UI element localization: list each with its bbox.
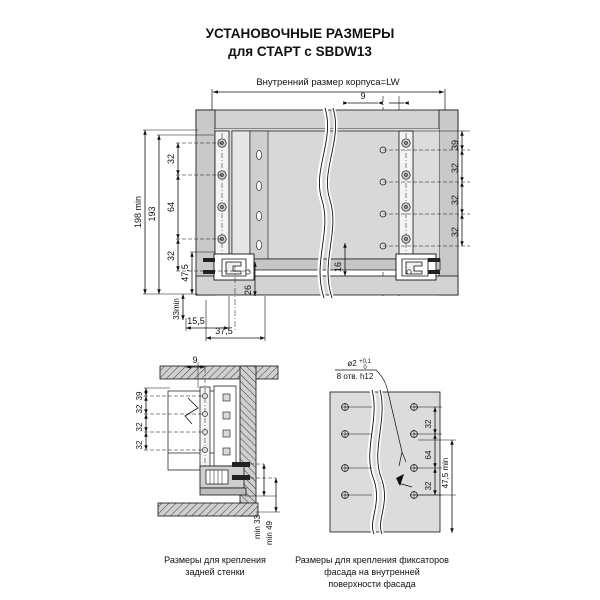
screw-head: [401, 170, 411, 180]
screw-head: [401, 234, 411, 244]
dim-32-top-label: 32: [166, 154, 176, 164]
detail-back-caption-1: Размеры для крепления: [164, 555, 266, 565]
dim-15-5: 15,5: [185, 296, 230, 331]
dim-37-5: 37,5: [205, 266, 266, 341]
drawer-slot-group: [256, 150, 262, 250]
fixers-dim-32a-label: 32: [424, 419, 433, 428]
hole-tolerance-upper: +0,1: [359, 359, 372, 365]
rail-hole: [202, 411, 208, 417]
drawer-slot: [256, 211, 262, 221]
pin: [232, 462, 250, 467]
detail-back-panel: 9 39 32 32 32 min 33: [135, 355, 280, 577]
panel-break-line: [367, 389, 387, 535]
dim-right-32a-label: 32: [450, 163, 460, 173]
right-mounting-rail: [379, 130, 414, 260]
bottom-dimension-16: 16: [333, 243, 347, 276]
drawer-slot: [256, 150, 262, 160]
detail-bottom-dims: min 33 min 49: [245, 463, 280, 545]
detail-dim-32b-label: 32: [135, 422, 144, 431]
detail-fixers-caption-1: Размеры для крепления фиксаторов: [295, 555, 449, 565]
latch-mechanism: [199, 462, 250, 496]
detail-fixers-caption-2: фасада на внутренней: [324, 567, 420, 577]
detail-dim-min33-label: min 33: [253, 514, 262, 539]
detail-left-dim-stack: 39 32 32 32: [135, 387, 202, 451]
detail-dim-32c-label: 32: [135, 440, 144, 449]
detail-dim-9: 9: [186, 355, 205, 388]
detail-front-fixers: ø2 +0,1 0 8 отв. h12: [295, 359, 456, 589]
detail-dim-9-label: 9: [192, 355, 197, 365]
detail-dim-39-label: 39: [135, 391, 144, 400]
screw-head: [401, 138, 411, 148]
drawer-slot: [256, 240, 262, 250]
fixers-dim-64-label: 64: [424, 450, 433, 459]
rail-hole: [202, 429, 208, 435]
dim-16-label: 16: [333, 262, 343, 272]
dim-47-5-label: 47,5: [180, 264, 190, 282]
drawer-slot: [256, 181, 262, 191]
dim-right-39-label: 39: [450, 140, 460, 150]
rail-hole-group: [202, 393, 208, 453]
left-hole-column: [341, 403, 372, 499]
fixers-dim-stack: 32 64 32 47,5 min: [418, 407, 456, 533]
hole-count-label: 8 отв. h12: [337, 372, 374, 381]
detail-dim-min49-label: min 49: [265, 520, 274, 545]
hole-callout: ø2 +0,1 0 8 отв. h12: [335, 359, 389, 393]
left-mounting-rail: [214, 130, 230, 260]
dim-193-label: 193: [147, 206, 157, 221]
page-subtitle: для СТАРТ с SBDW13: [228, 44, 372, 59]
detail-dim-32a-label: 32: [135, 404, 144, 413]
zigzag-break: [184, 397, 199, 425]
dim-26-label: 26: [243, 285, 253, 295]
detail-fixers-caption-3: поверхности фасада: [328, 579, 415, 589]
front-panel: [329, 391, 441, 533]
pin: [232, 475, 250, 480]
drawer-profile: [213, 385, 237, 467]
rail-hole: [202, 447, 208, 453]
main-view: Внутренний размер корпуса=LW 9: [133, 77, 470, 341]
dim-15-5-label: 15,5: [187, 316, 205, 326]
leader-arrow: [396, 474, 404, 486]
dim-32-bottom-label: 32: [166, 251, 176, 261]
dim-37-5-label: 37,5: [215, 326, 233, 336]
dim-9-label: 9: [360, 91, 365, 101]
fixers-dim-total-label: 47,5 min: [441, 458, 450, 489]
right-dimension-stack: 39 32 32 32: [383, 130, 470, 247]
page-title: УСТАНОВОЧНЫЕ РАЗМЕРЫ: [206, 26, 395, 41]
detail-back-caption-2: задней стенки: [185, 567, 244, 577]
lw-dimension-label: Внутренний размер корпуса=LW: [256, 77, 399, 88]
bottom-board: [157, 502, 259, 517]
dim-64-label: 64: [166, 202, 176, 212]
slide-latch-left: [203, 253, 255, 281]
top-board: [159, 365, 279, 380]
fixers-dim-32b-label: 32: [424, 481, 433, 490]
dim-right-32b-label: 32: [450, 195, 460, 205]
left-dimension-stack: 198 min 193 32 64 32 47,5: [133, 129, 266, 341]
leader-line: [387, 391, 407, 467]
rail-hole: [202, 393, 208, 399]
bottom-dimension-26: 26: [243, 262, 257, 296]
hole-diameter-label: ø2: [347, 359, 357, 368]
break-line: [316, 107, 338, 299]
slide-latch-right: [395, 253, 440, 281]
left-rail-screw-group: [217, 138, 227, 244]
screw-head: [217, 202, 227, 212]
dim-33min-label: 33min: [172, 298, 181, 320]
right-rail-screw-group: [401, 138, 411, 244]
screw-head: [401, 202, 411, 212]
dim-198min-label: 198 min: [133, 196, 143, 228]
hole-tolerance-lower: 0: [363, 365, 367, 371]
dim-right-32c-label: 32: [450, 227, 460, 237]
